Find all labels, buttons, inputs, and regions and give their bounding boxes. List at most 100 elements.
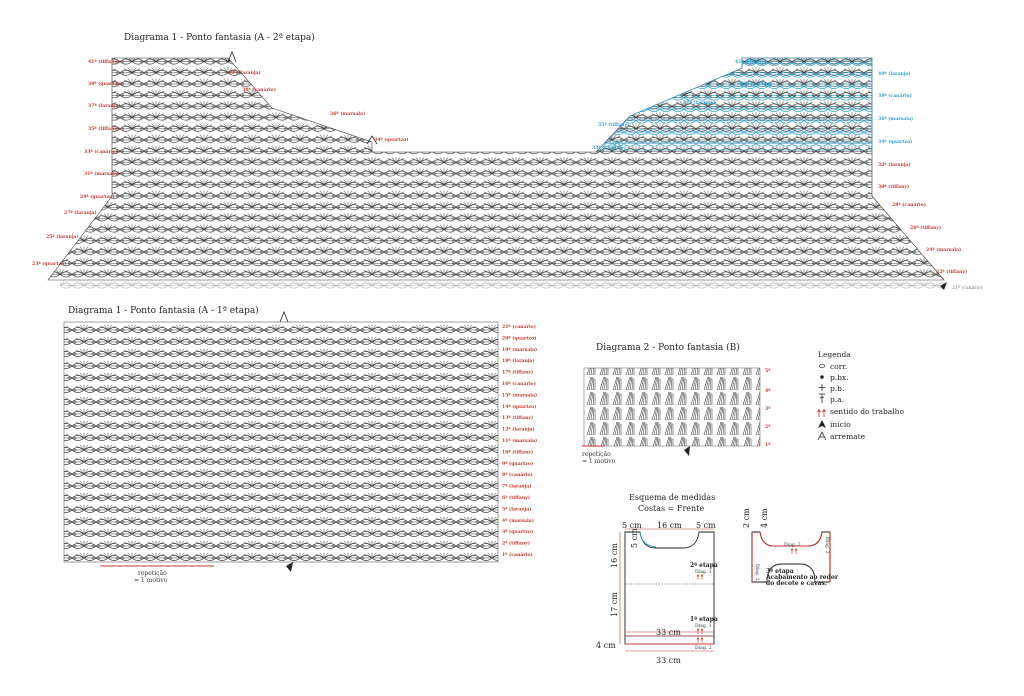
armhole-band [751, 532, 831, 582]
legend: Legenda corr. p.bx. p.b. p.a. sentido do… [817, 350, 905, 441]
row-label: 5ª [765, 368, 771, 374]
stage-label: Diag. 2 [695, 645, 712, 651]
row-label: 33ª (canário) [84, 148, 118, 155]
row-label: 10ª (tiffany) [502, 448, 533, 455]
finish-arrowhead-icon [611, 140, 623, 151]
measure-label: 16 cm [657, 521, 682, 530]
row-label: 28ª (canário) [892, 201, 926, 208]
row-label: 41ª (tiffany) [88, 58, 119, 65]
legend-label: p.b. [830, 384, 844, 393]
row-label: 34ª (quartzo) [878, 138, 912, 145]
neck-edge-blue [639, 532, 657, 548]
stage-label: Diag. 2 [784, 542, 801, 548]
slip-stitch-dot-icon [820, 375, 824, 379]
row-label: 17ª (tiffany) [502, 369, 533, 376]
chain-oval-icon [819, 363, 825, 369]
row-label: 13ª (tiffany) [502, 414, 533, 421]
row-label: 15ª (marsala) [502, 391, 537, 398]
row-label: 26ª (tiffany) [910, 224, 941, 231]
row-label: 19ª (marsala) [502, 346, 537, 353]
row-label: 18ª (laranja) [502, 357, 535, 364]
finish-arrowhead-icon [817, 431, 827, 441]
work-direction-arrows-icon [790, 547, 798, 554]
repeat-label: repetição [138, 570, 167, 577]
chart-body-stage-1 [63, 321, 499, 563]
work-direction-arrows-icon [696, 627, 704, 634]
work-direction-arrows-icon [696, 573, 704, 580]
start-arrowhead-icon [940, 282, 947, 290]
legend-label: p.a. [830, 395, 844, 404]
row-label: 38ª (canário) [242, 86, 276, 93]
double-crochet-icon [819, 393, 825, 403]
measurement-schema: Esquema de medidas Costas = Frente 5 cm … [596, 493, 839, 665]
diagram-1-stage-2: Diagrama 1 - Ponto fantasia (A - 2ª etap… [32, 32, 983, 291]
finish-arrowhead-icon [227, 50, 237, 63]
legend-label: sentido do trabalho [830, 407, 905, 416]
row-label: 27ª (laranja) [64, 209, 97, 216]
start-arrowhead-icon [286, 562, 293, 572]
start-arrowhead-icon [684, 446, 690, 456]
neck-band [759, 531, 823, 547]
repeat-label: = 1 motivo [582, 458, 616, 465]
legend-label: arremate [830, 432, 866, 441]
single-crochet-plus-icon [818, 384, 826, 391]
row-label: 25ª (laranja) [46, 233, 79, 240]
row-label: 22ª (tiffany) [936, 268, 967, 275]
row-label: 20ª (quartzo) [502, 334, 536, 341]
diagram-1-stage-2-title: Diagrama 1 - Ponto fantasia (A - 2ª etap… [124, 32, 315, 43]
row-label: 37ª (laranja) [683, 99, 716, 106]
chart-base-row-grey [60, 280, 944, 290]
measure-label: 4 cm [760, 508, 769, 528]
diagram-2: Diagrama 2 - Ponto fantasia (B) repetiçã… [582, 342, 771, 465]
row-label: 40ª (laranja) [878, 70, 911, 77]
row-label: 5ª (laranja) [502, 505, 531, 512]
row-label: 24ª (marsala) [926, 246, 961, 253]
row-label: 2ª (tiffany) [502, 540, 530, 547]
legend-title: Legenda [818, 350, 851, 359]
row-label: 36ª (marsala) [878, 115, 913, 122]
repeat-label: repetição [582, 451, 611, 458]
row-label: 37ª (laranja) [88, 102, 121, 109]
diagram-2-title: Diagrama 2 - Ponto fantasia (B) [596, 342, 740, 353]
stage-label: 3ª etapa [766, 568, 794, 575]
stage-label: 1ª etapa [690, 616, 718, 623]
row-label: 4ª (marsala) [502, 517, 534, 524]
stage-label: Diag. 1 [695, 623, 712, 629]
row-label: 8ª (canário) [502, 471, 533, 478]
row-label: 21ª (canário) [502, 323, 536, 330]
measure-label: 16 cm [610, 543, 619, 568]
measure-label: 4 cm [596, 641, 616, 650]
row-label: 31ª (marsala) [84, 170, 119, 177]
row-label: 34ª (quartzo) [374, 136, 408, 143]
measure-label: 5 cm [630, 528, 639, 548]
work-direction-arrows-icon [817, 408, 826, 417]
row-label: 3ª [765, 406, 771, 412]
finish-arrowhead-icon [366, 135, 378, 145]
row-label: 30ª (tiffany) [878, 183, 909, 190]
schema-subtitle: Costas = Frente [638, 504, 704, 513]
diagram-1-stage-1: Diagrama 1 - Ponto fantasia (A - 1ª etap… [63, 305, 537, 584]
start-arrowhead-icon [818, 420, 826, 428]
stage-label: do decote e cavas. [766, 580, 827, 587]
row-label: 2ª [765, 424, 771, 430]
row-label: 4ª [765, 388, 771, 394]
row-label: 41ª (tiffany) [735, 58, 766, 65]
chart-body-diagram-2 [583, 367, 761, 447]
row-label: 33ª (canário) [592, 144, 626, 151]
work-direction-arrows-icon [696, 636, 704, 643]
measure-label: 5 cm [622, 521, 642, 530]
legend-label: p.bx. [830, 373, 849, 382]
repeat-label: = 1 motivo [134, 577, 168, 584]
row-label: 14ª (quartzo) [502, 403, 536, 410]
row-label: 7ª (laranja) [502, 483, 531, 490]
finish-arrowhead-icon [279, 310, 289, 323]
row-label: 40ª (laranja) [228, 69, 261, 76]
row-label: 35ª (tiffany) [598, 121, 629, 128]
measure-label: 33 cm [656, 628, 681, 637]
row-label: 39ª (quartzo) [737, 80, 771, 87]
row-label: 36ª (marsala) [330, 110, 365, 117]
row-label: 6ª (tiffany) [502, 494, 530, 501]
stage-label: Diag. 1 [695, 569, 712, 575]
row-label: 1ª (canário) [502, 551, 533, 558]
